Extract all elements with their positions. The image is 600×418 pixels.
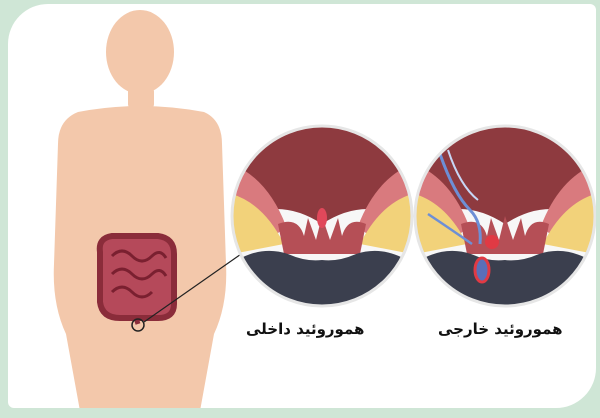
diagram-card: هموروئید داخلی هموروئید خارجی [8, 4, 596, 408]
colon-illustration [100, 236, 174, 331]
body-silhouette [54, 10, 227, 408]
external-hemorrhoid-label: هموروئید خارجی [438, 320, 563, 338]
internal-hemorrhoid-label: هموروئید داخلی [246, 320, 364, 338]
hemorrhoid-illustration [8, 4, 596, 408]
